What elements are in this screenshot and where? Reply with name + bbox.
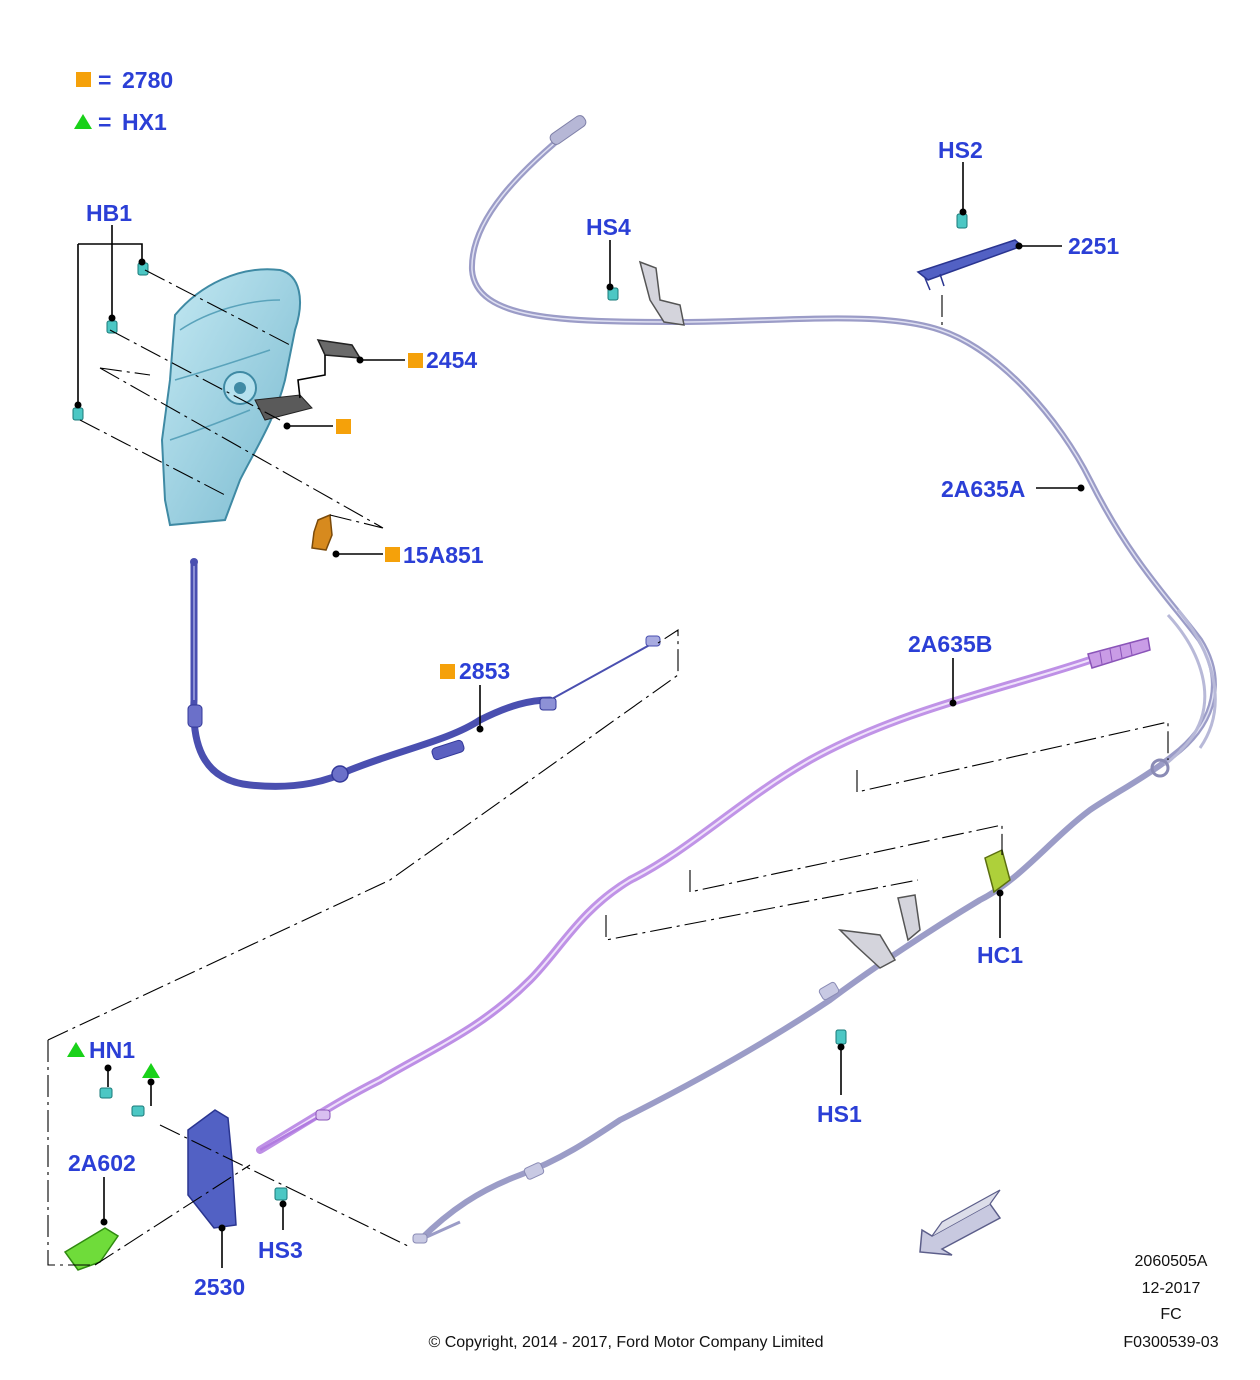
label-2454: 2454 [426, 347, 477, 373]
nut-hn1-a [99, 1087, 113, 1099]
callout-square-unlabeled [283, 419, 351, 434]
callout-hc1: HC1 [977, 889, 1023, 968]
callout-hs2: HS2 [938, 137, 983, 216]
nut-hn1-b [131, 1105, 145, 1117]
callout-hs1: HS1 [817, 1043, 862, 1127]
illustration-code: FC [1160, 1306, 1181, 1323]
illustration-date: 12-2017 [1142, 1280, 1201, 1297]
square-marker-icon [408, 353, 423, 368]
fasteners [72, 213, 968, 1201]
callout-2a635b: 2A635B [908, 631, 992, 707]
label-2853: 2853 [459, 658, 510, 684]
label-hb1: HB1 [86, 200, 132, 226]
callout-hb1: HB1 [74, 200, 146, 409]
label-hs3: HS3 [258, 1237, 303, 1263]
legend-equals-triangle: = [98, 109, 111, 135]
callout-15a851: 15A851 [332, 542, 484, 568]
cable-2a635a [412, 115, 1217, 1244]
label-2a635b: 2A635B [908, 631, 992, 657]
square-marker-icon [336, 419, 351, 434]
cable-2a635b [256, 637, 1151, 1154]
clip-hs4 [638, 260, 685, 326]
illustration-id: 2060505A [1135, 1253, 1208, 1270]
label-2a602: 2A602 [68, 1150, 136, 1176]
label-hs2: HS2 [938, 137, 983, 163]
part-2a602 [63, 1227, 120, 1271]
triangle-marker-icon [74, 114, 92, 129]
label-hc1: HC1 [977, 942, 1023, 968]
cable-2853 [187, 558, 661, 790]
screw-hs2 [956, 213, 968, 229]
legend-equals-square: = [98, 67, 111, 93]
label-hs1: HS1 [817, 1101, 862, 1127]
screw-hs3 [274, 1187, 288, 1201]
part-15a851 [311, 513, 333, 551]
bracket-hs1 [837, 894, 921, 969]
part-2251 [916, 239, 1024, 291]
copyright-notice: © Copyright, 2014 - 2017, Ford Motor Com… [428, 1334, 823, 1351]
callout-hs4: HS4 [586, 214, 631, 291]
callout-2a602: 2A602 [68, 1150, 136, 1226]
legend-label-hx1: HX1 [122, 109, 167, 135]
label-hn1: HN1 [89, 1037, 135, 1063]
square-marker-icon [385, 547, 400, 562]
callout-hn1: HN1 [67, 1037, 160, 1106]
callout-2a635a: 2A635A [941, 476, 1085, 502]
callout-2454: 2454 [297, 347, 477, 399]
label-15a851: 15A851 [403, 542, 484, 568]
footer: 2060505A 12-2017 FC F0300539-03 © Copyri… [428, 1253, 1218, 1351]
callout-2530: 2530 [194, 1224, 245, 1300]
label-2530: 2530 [194, 1274, 245, 1300]
square-marker-icon [76, 72, 91, 87]
alignment-lines [47, 269, 1169, 1266]
label-hs4: HS4 [586, 214, 631, 240]
legend-label-2780: 2780 [122, 67, 173, 93]
direction-arrow-icon [919, 1189, 1002, 1256]
label-2251: 2251 [1068, 233, 1119, 259]
figure-number: F0300539-03 [1123, 1334, 1218, 1351]
callout-hs3: HS3 [258, 1200, 303, 1263]
callout-2251: 2251 [1015, 233, 1119, 259]
square-marker-icon [440, 664, 455, 679]
part-2530 [187, 1109, 237, 1229]
clip-hc1 [984, 848, 1011, 894]
triangle-marker-icon [67, 1042, 85, 1057]
callout-2853: 2853 [440, 658, 510, 733]
screw-hs1 [835, 1029, 847, 1045]
label-2a635a: 2A635A [941, 476, 1025, 502]
triangle-marker-icon [142, 1063, 160, 1078]
screw-hb1-c [72, 407, 84, 421]
legend: = 2780 = HX1 [74, 67, 173, 135]
